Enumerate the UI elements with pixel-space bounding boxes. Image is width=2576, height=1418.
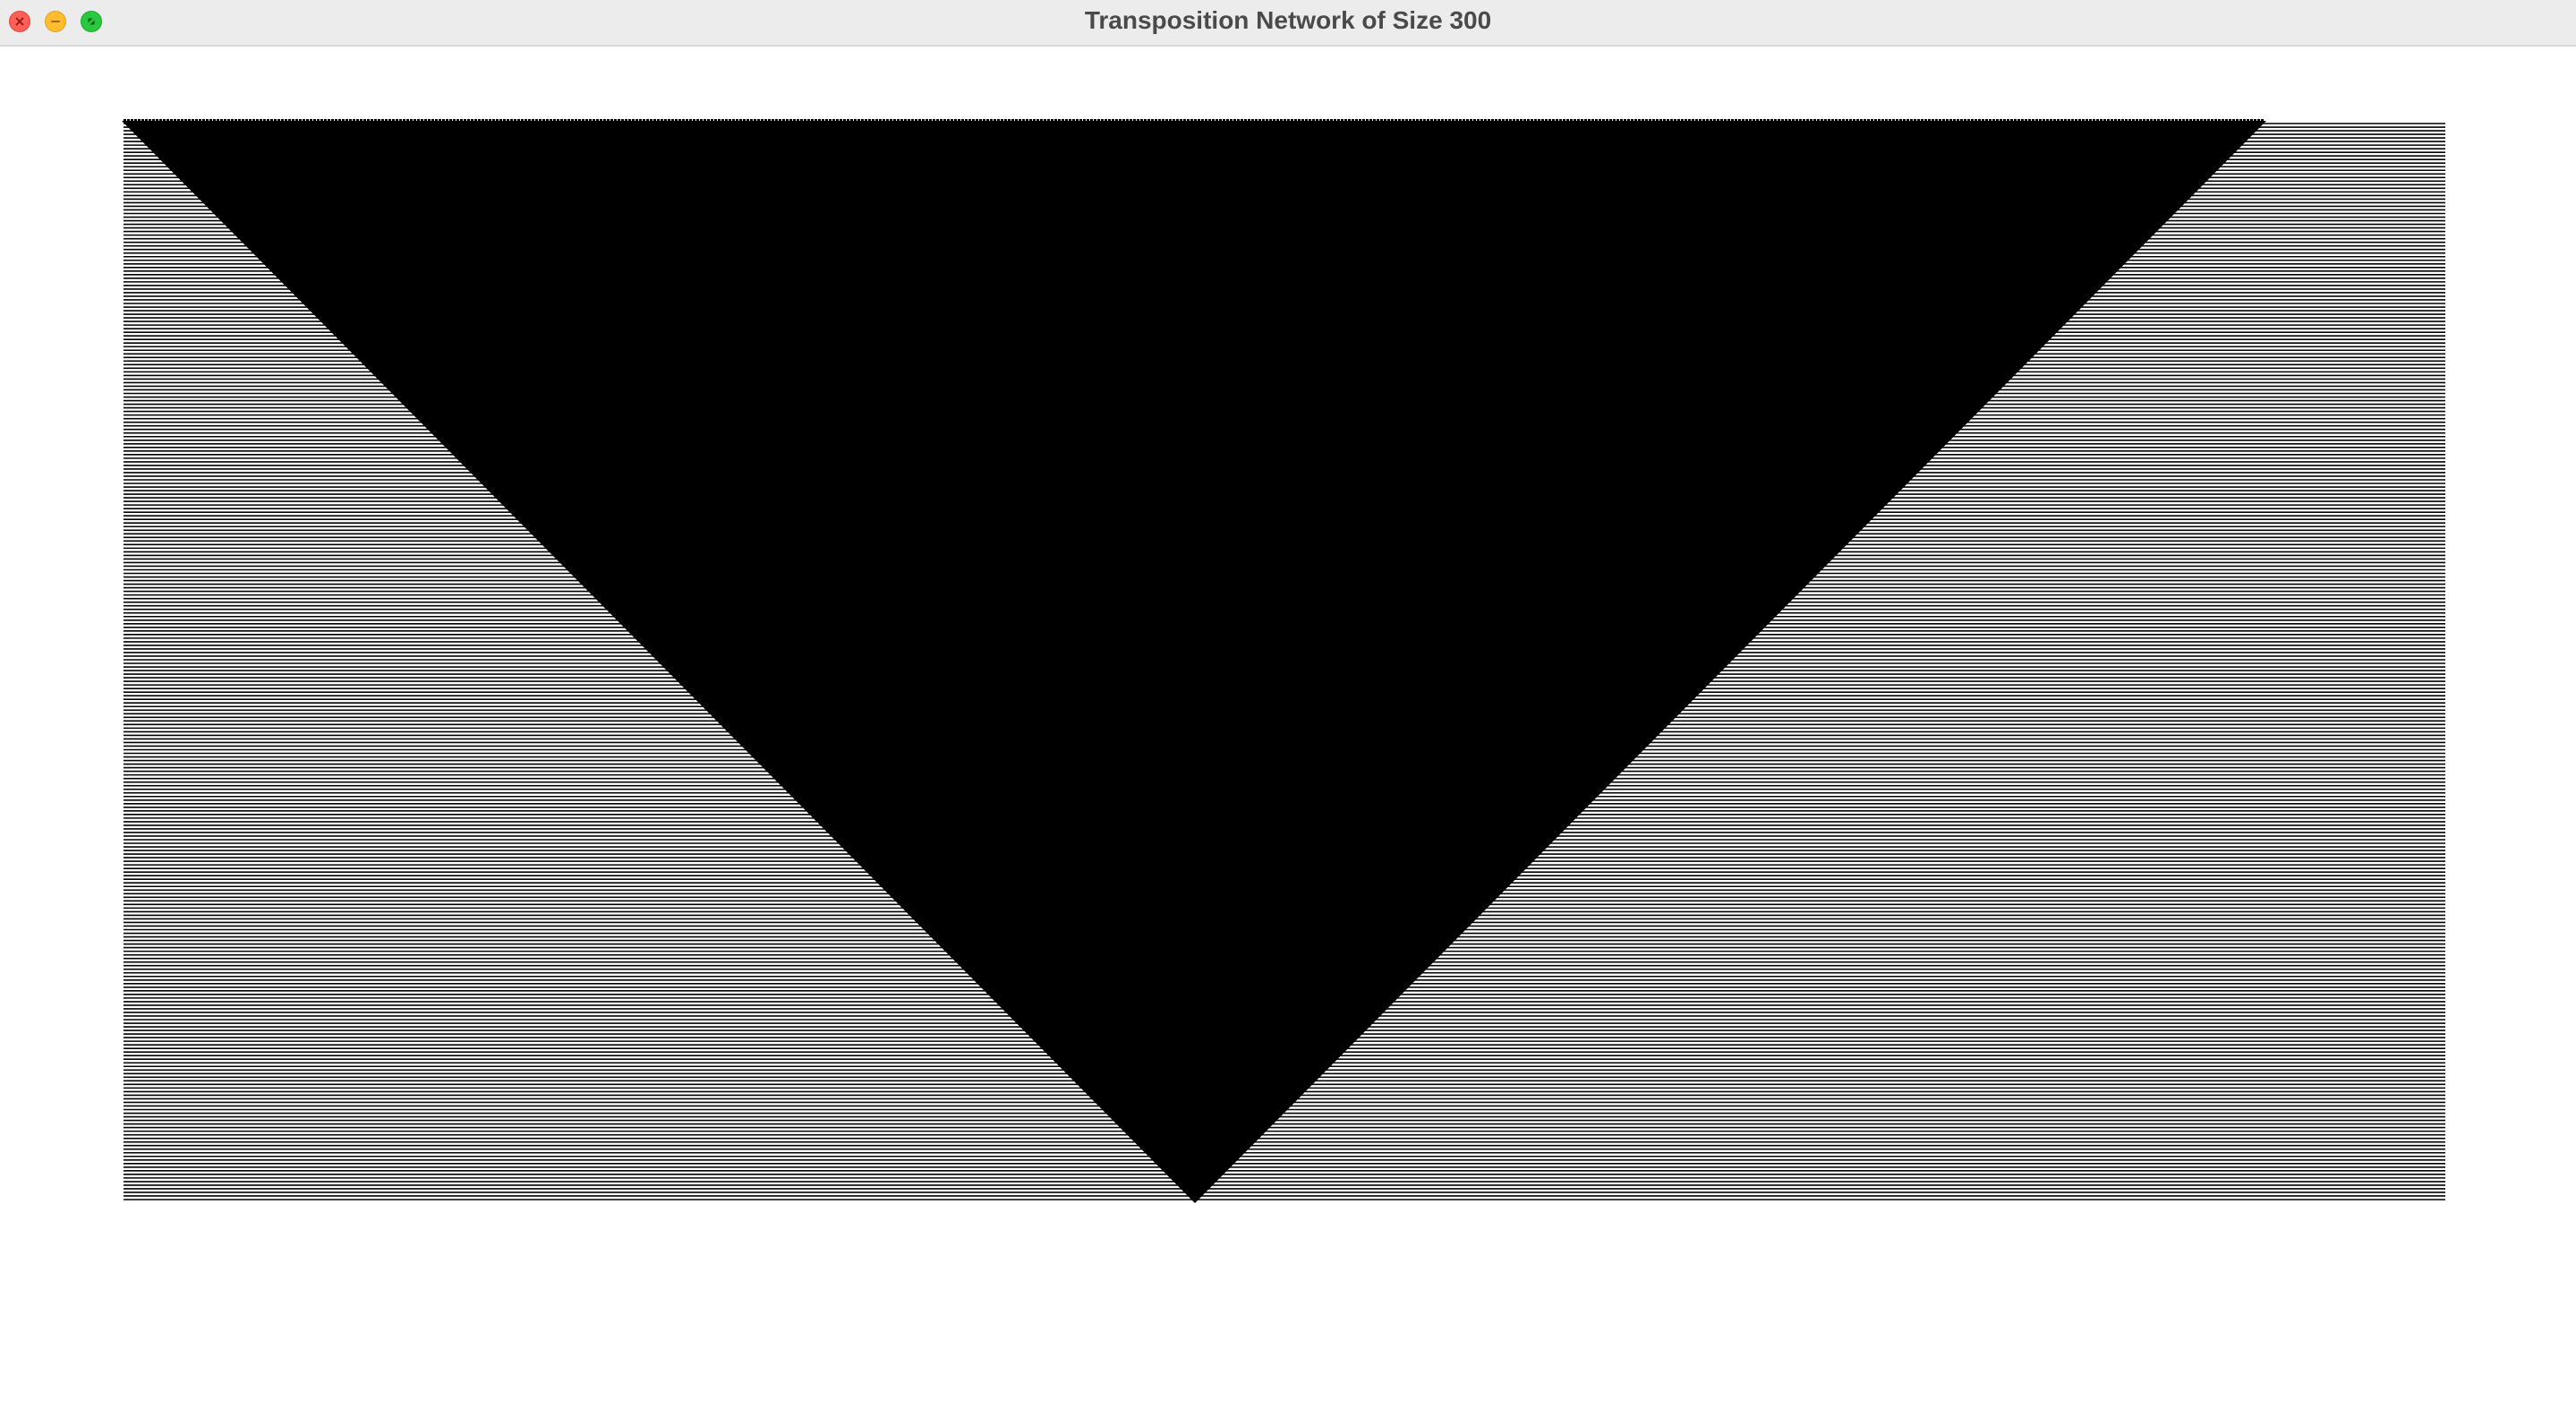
fullscreen-button[interactable] [81, 11, 102, 32]
close-icon [15, 17, 24, 26]
fullscreen-icon [88, 18, 95, 25]
window-title: Transposition Network of Size 300 [1084, 6, 1492, 34]
close-button[interactable] [9, 11, 30, 32]
minimize-button[interactable] [45, 11, 66, 32]
network-canvas [0, 48, 2576, 1418]
comparator-triangle [122, 121, 2266, 1203]
transposition-network-diagram [0, 48, 2576, 1418]
comparator-block [122, 119, 2266, 1203]
minimize-icon [51, 21, 60, 22]
title-bar[interactable]: Transposition Network of Size 300 [0, 0, 2576, 47]
